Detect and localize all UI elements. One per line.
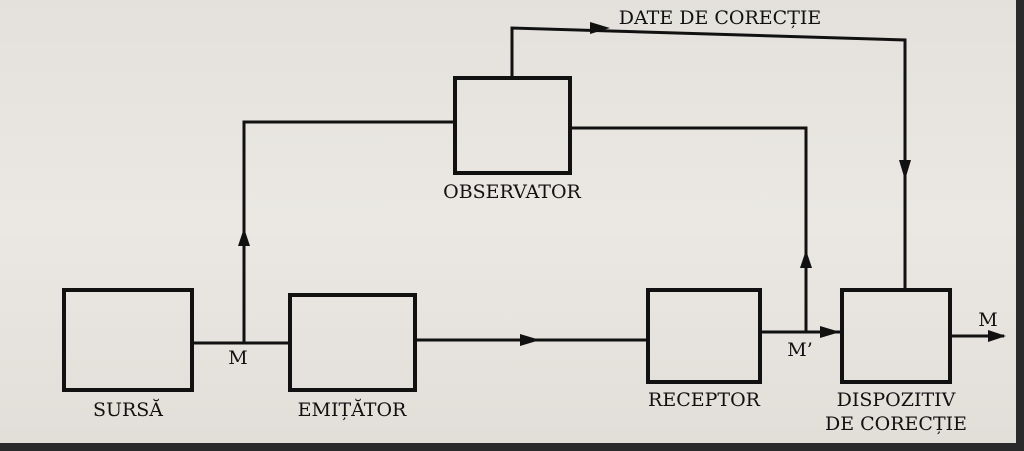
- label-dispozitiv-2: DE CORECȚIE: [825, 413, 967, 435]
- label-m-received: M’: [787, 339, 813, 361]
- label-emitator: EMIȚĂTOR: [298, 398, 407, 421]
- wire-m-to-observer: [242, 120, 455, 343]
- arrow-up-left: [238, 228, 250, 246]
- block-receptor: [646, 288, 762, 384]
- arrow-emitter-receptor: [520, 334, 540, 346]
- block-diagram: SURSĂ EMIȚĂTOR OBSERVATOR RECEPTOR DISPO…: [62, 7, 1006, 435]
- arrow-up-right: [800, 250, 812, 268]
- label-correction-data: DATE DE CORECȚIE: [619, 7, 822, 29]
- block-sursa: [62, 288, 194, 392]
- label-dispozitiv-1: DISPOZITIV: [837, 389, 956, 411]
- label-receptor: RECEPTOR: [648, 389, 761, 411]
- label-observator: OBSERVATOR: [443, 181, 581, 203]
- arrow-correction-down: [899, 160, 911, 180]
- block-emitator: [288, 293, 417, 392]
- wire-m-prime-to-observer: [570, 126, 808, 332]
- arrow-output: [988, 330, 1006, 342]
- label-sursa: SURSĂ: [93, 398, 163, 421]
- arrow-correction-top: [590, 22, 610, 34]
- label-m-source: M: [228, 347, 247, 369]
- arrow-receptor-device: [820, 326, 840, 338]
- block-observator: [453, 76, 572, 175]
- label-m-output: M: [978, 309, 997, 331]
- block-dispozitiv: [840, 288, 952, 384]
